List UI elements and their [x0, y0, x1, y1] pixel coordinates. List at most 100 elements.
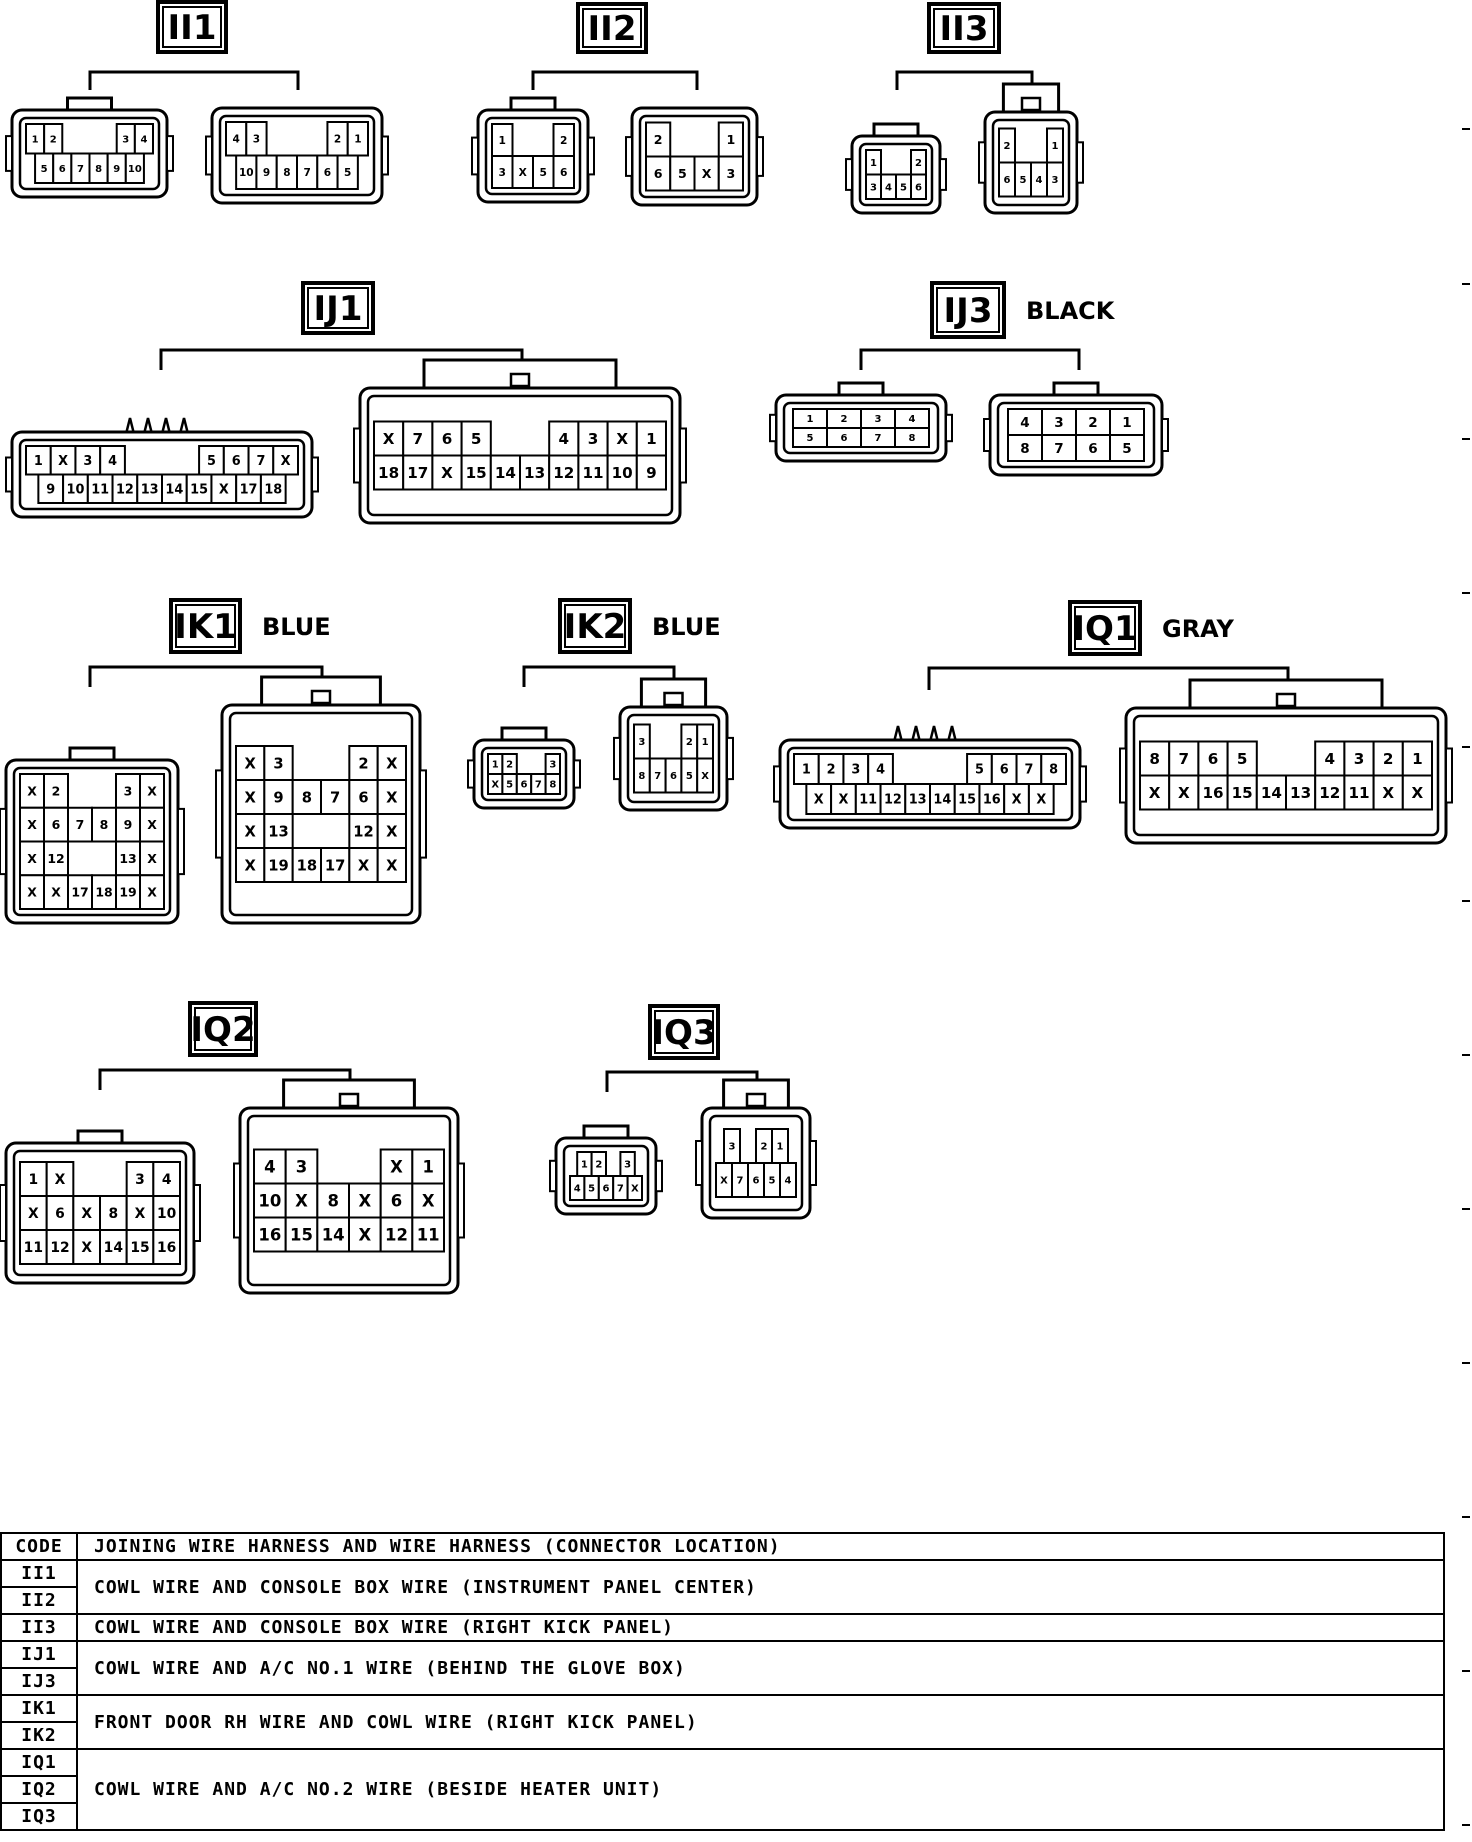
pin-number: 3	[1054, 415, 1063, 431]
connector-location-cell: COWL WIRE AND A/C NO.2 WIRE (BESIDE HEAT…	[76, 1748, 1445, 1831]
pin-number: 4	[909, 414, 916, 425]
pin-number: X	[244, 789, 256, 806]
pin-cavity	[894, 427, 930, 448]
pin-number: X	[28, 1206, 39, 1222]
pin-number: 17	[240, 482, 258, 497]
edge-tick	[1462, 1824, 1470, 1826]
side-ear	[457, 1162, 465, 1239]
pin-number: 6	[52, 817, 61, 832]
pin-number: 3	[253, 134, 260, 146]
pin-number: 6	[915, 182, 922, 193]
pin-number: 3	[549, 760, 556, 771]
pin-cavity	[910, 173, 927, 200]
pin-number: 9	[273, 789, 283, 806]
pin-cavity	[645, 121, 672, 158]
pin-number: X	[135, 1206, 146, 1222]
pin-number: 2	[560, 134, 567, 147]
side-ear	[756, 136, 764, 177]
pin-number: X	[27, 817, 37, 832]
pin-number: 9	[263, 167, 270, 179]
connector-code: IQ2	[190, 1010, 255, 1050]
connector-code: II3	[940, 9, 989, 49]
pin-number: 2	[595, 1160, 602, 1171]
pin-cavity	[635, 454, 667, 491]
connector-frame	[484, 116, 582, 196]
connector-frame	[1132, 714, 1440, 837]
pin-number: 9	[646, 464, 657, 482]
side-ear	[1079, 765, 1087, 803]
side-ear	[679, 427, 687, 484]
connector-bracket	[522, 665, 676, 687]
pin-number: 19	[119, 885, 136, 900]
pin-number: X	[295, 1191, 308, 1210]
pin-number: 6	[442, 430, 453, 448]
pin-number: 3	[273, 755, 283, 772]
pin-cavity	[1372, 774, 1404, 811]
pin-number: 12	[50, 1240, 69, 1256]
pin-cavity	[1197, 774, 1229, 811]
side-ear	[945, 413, 953, 443]
pin-number: 8	[302, 789, 312, 806]
pin-cavity	[152, 1161, 181, 1197]
side-ear	[726, 736, 734, 781]
pin-cavity	[259, 473, 287, 504]
pin-cavity	[411, 1182, 446, 1219]
pin-number: 12	[353, 823, 373, 840]
lock-tab	[509, 372, 531, 388]
side-ear	[205, 135, 213, 176]
pin-number: 6	[1088, 441, 1097, 457]
pin-number: 3	[638, 737, 645, 748]
side-ear	[467, 759, 475, 789]
pin-number: 1	[1412, 750, 1423, 768]
pin-cavity	[139, 874, 165, 910]
pin-number: X	[27, 851, 37, 866]
edge-tick	[1462, 438, 1470, 440]
connector-code-cell: IJ1	[0, 1640, 78, 1669]
connector-code-label: II1	[156, 0, 228, 54]
pin-number: X	[147, 851, 157, 866]
guide-peg	[178, 417, 190, 435]
pin-cavity	[43, 840, 69, 877]
pin-number: 3	[135, 1172, 145, 1188]
pin-number: 15	[130, 1240, 149, 1256]
pin-cavity	[348, 1182, 382, 1219]
connector-frame	[18, 116, 161, 191]
pin-number: 3	[726, 166, 735, 181]
pin-cavity	[1226, 740, 1258, 777]
pin-number: 7	[330, 789, 340, 806]
pin-number: 13	[119, 851, 136, 866]
table-row: II2	[0, 1586, 1444, 1615]
edge-tick	[1462, 283, 1470, 285]
connector-code-cell: IQ2	[0, 1775, 78, 1804]
pin-number: 3	[296, 1157, 307, 1176]
side-ear	[1119, 747, 1127, 804]
pin-number: 12	[116, 482, 134, 497]
pin-number: X	[383, 430, 395, 448]
pin-number: 2	[827, 763, 836, 778]
connector-code-cell: IQ1	[0, 1748, 78, 1777]
pin-cavity	[544, 773, 561, 795]
pin-cavity	[43, 806, 69, 843]
connector-code-label: IQ3	[648, 1004, 720, 1060]
pin-number: X	[839, 793, 849, 808]
pin-cavity	[99, 1195, 128, 1231]
pin-number: X	[1036, 793, 1046, 808]
pin-number: 8	[100, 817, 109, 832]
pin-cavity	[1015, 753, 1043, 785]
pin-cavity	[136, 473, 163, 504]
pin-cavity	[879, 783, 907, 815]
guide-peg	[142, 417, 154, 435]
connector-code: IJ1	[314, 289, 363, 329]
pin-number: X	[55, 1172, 66, 1188]
pin-number: 8	[283, 167, 290, 179]
pin-number: 4	[1036, 175, 1043, 186]
pin-number: 1	[726, 132, 735, 147]
